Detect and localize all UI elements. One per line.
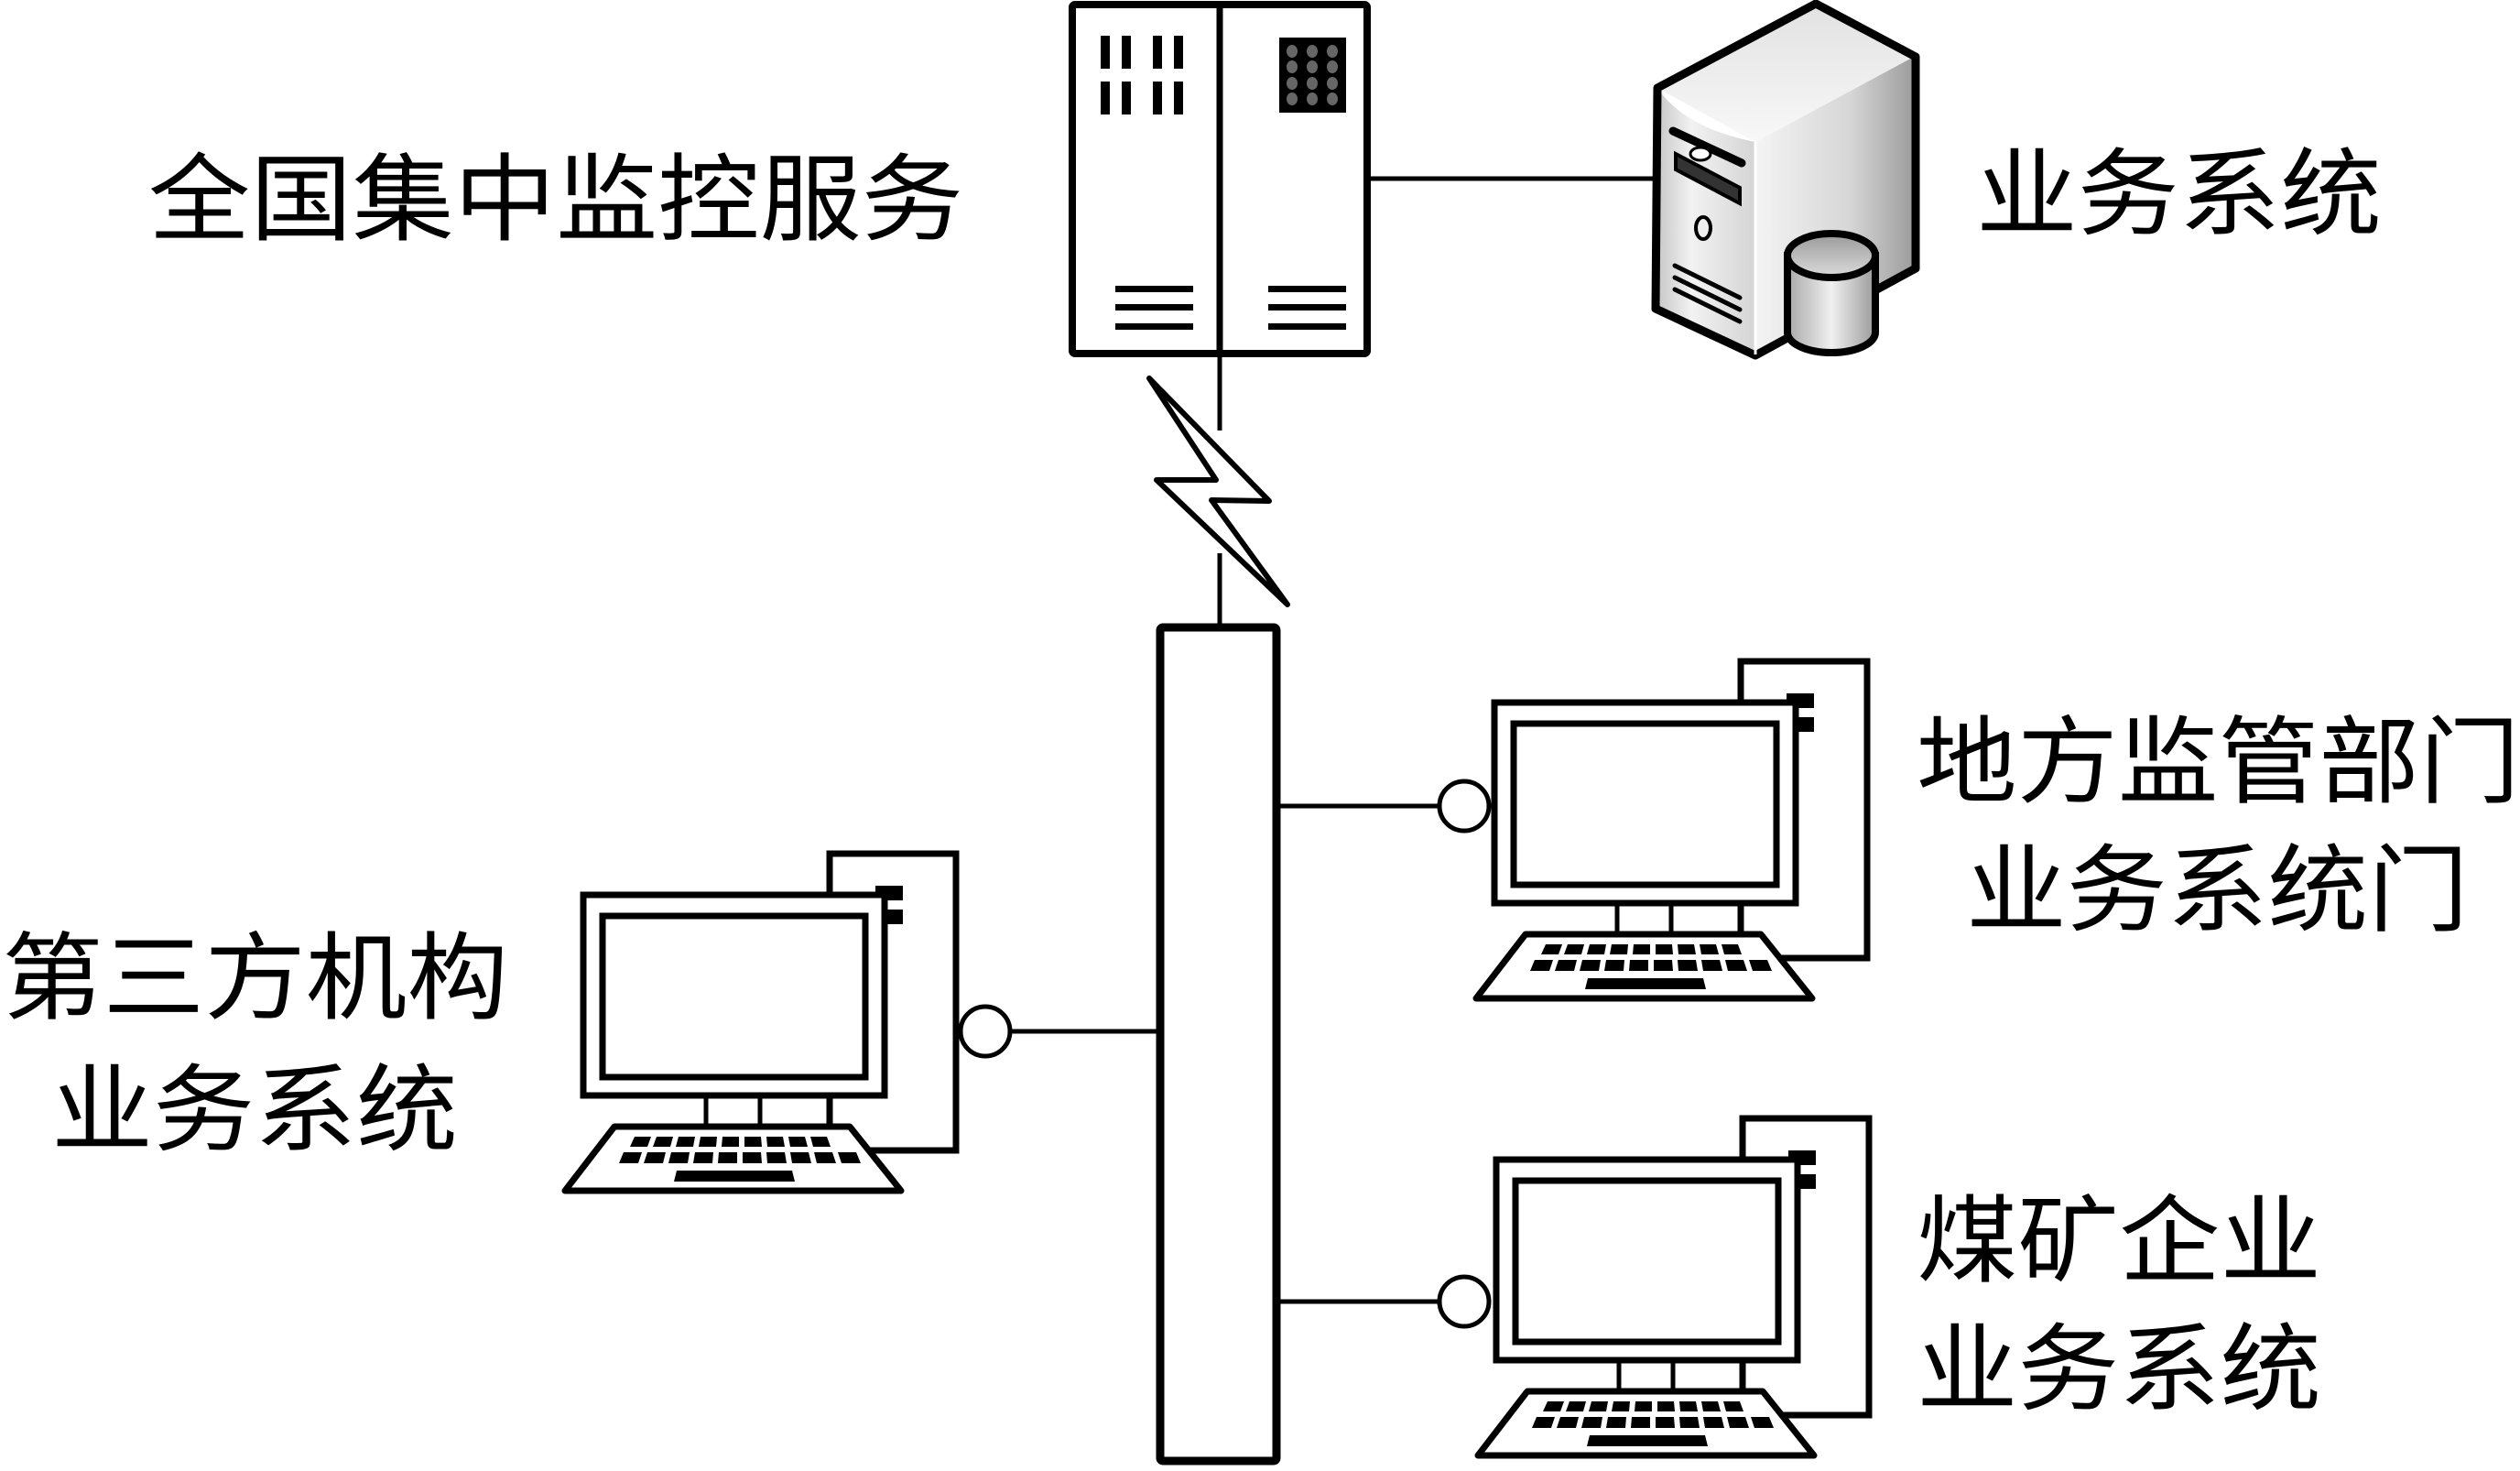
central-service-label: 全国集中监控服务	[148, 144, 963, 256]
third-party-label-line1: 第三方机构	[2, 922, 508, 1034]
third-party-label-line2: 业务系统	[51, 1054, 458, 1166]
coal-mine-label-line2: 业务系统	[1917, 1313, 2321, 1425]
third-party-computer-icon	[565, 854, 956, 1191]
coal-mine-computer-icon	[1478, 1118, 1869, 1455]
local-regulator-port-icon	[1437, 779, 1492, 834]
local-regulator-label-line2: 业务系统门	[1966, 834, 2469, 946]
lightning-bolt-icon	[1146, 376, 1290, 607]
coal-mine-port-icon	[1437, 1274, 1492, 1329]
local-regulator-label-line1: 地方监管部门	[1917, 706, 2520, 818]
third-party-port-icon	[958, 1004, 1013, 1059]
business-system-label: 业务系统	[1976, 138, 2382, 250]
led-dots	[1287, 45, 1338, 105]
coal-mine-label-line1: 煤矿企业	[1917, 1185, 2321, 1297]
local-regulator-computer-icon	[1476, 661, 1867, 998]
network-bus	[1156, 623, 1281, 1466]
business-system-server-icon	[1651, 0, 1920, 360]
central-server-icon	[1069, 1, 1371, 357]
